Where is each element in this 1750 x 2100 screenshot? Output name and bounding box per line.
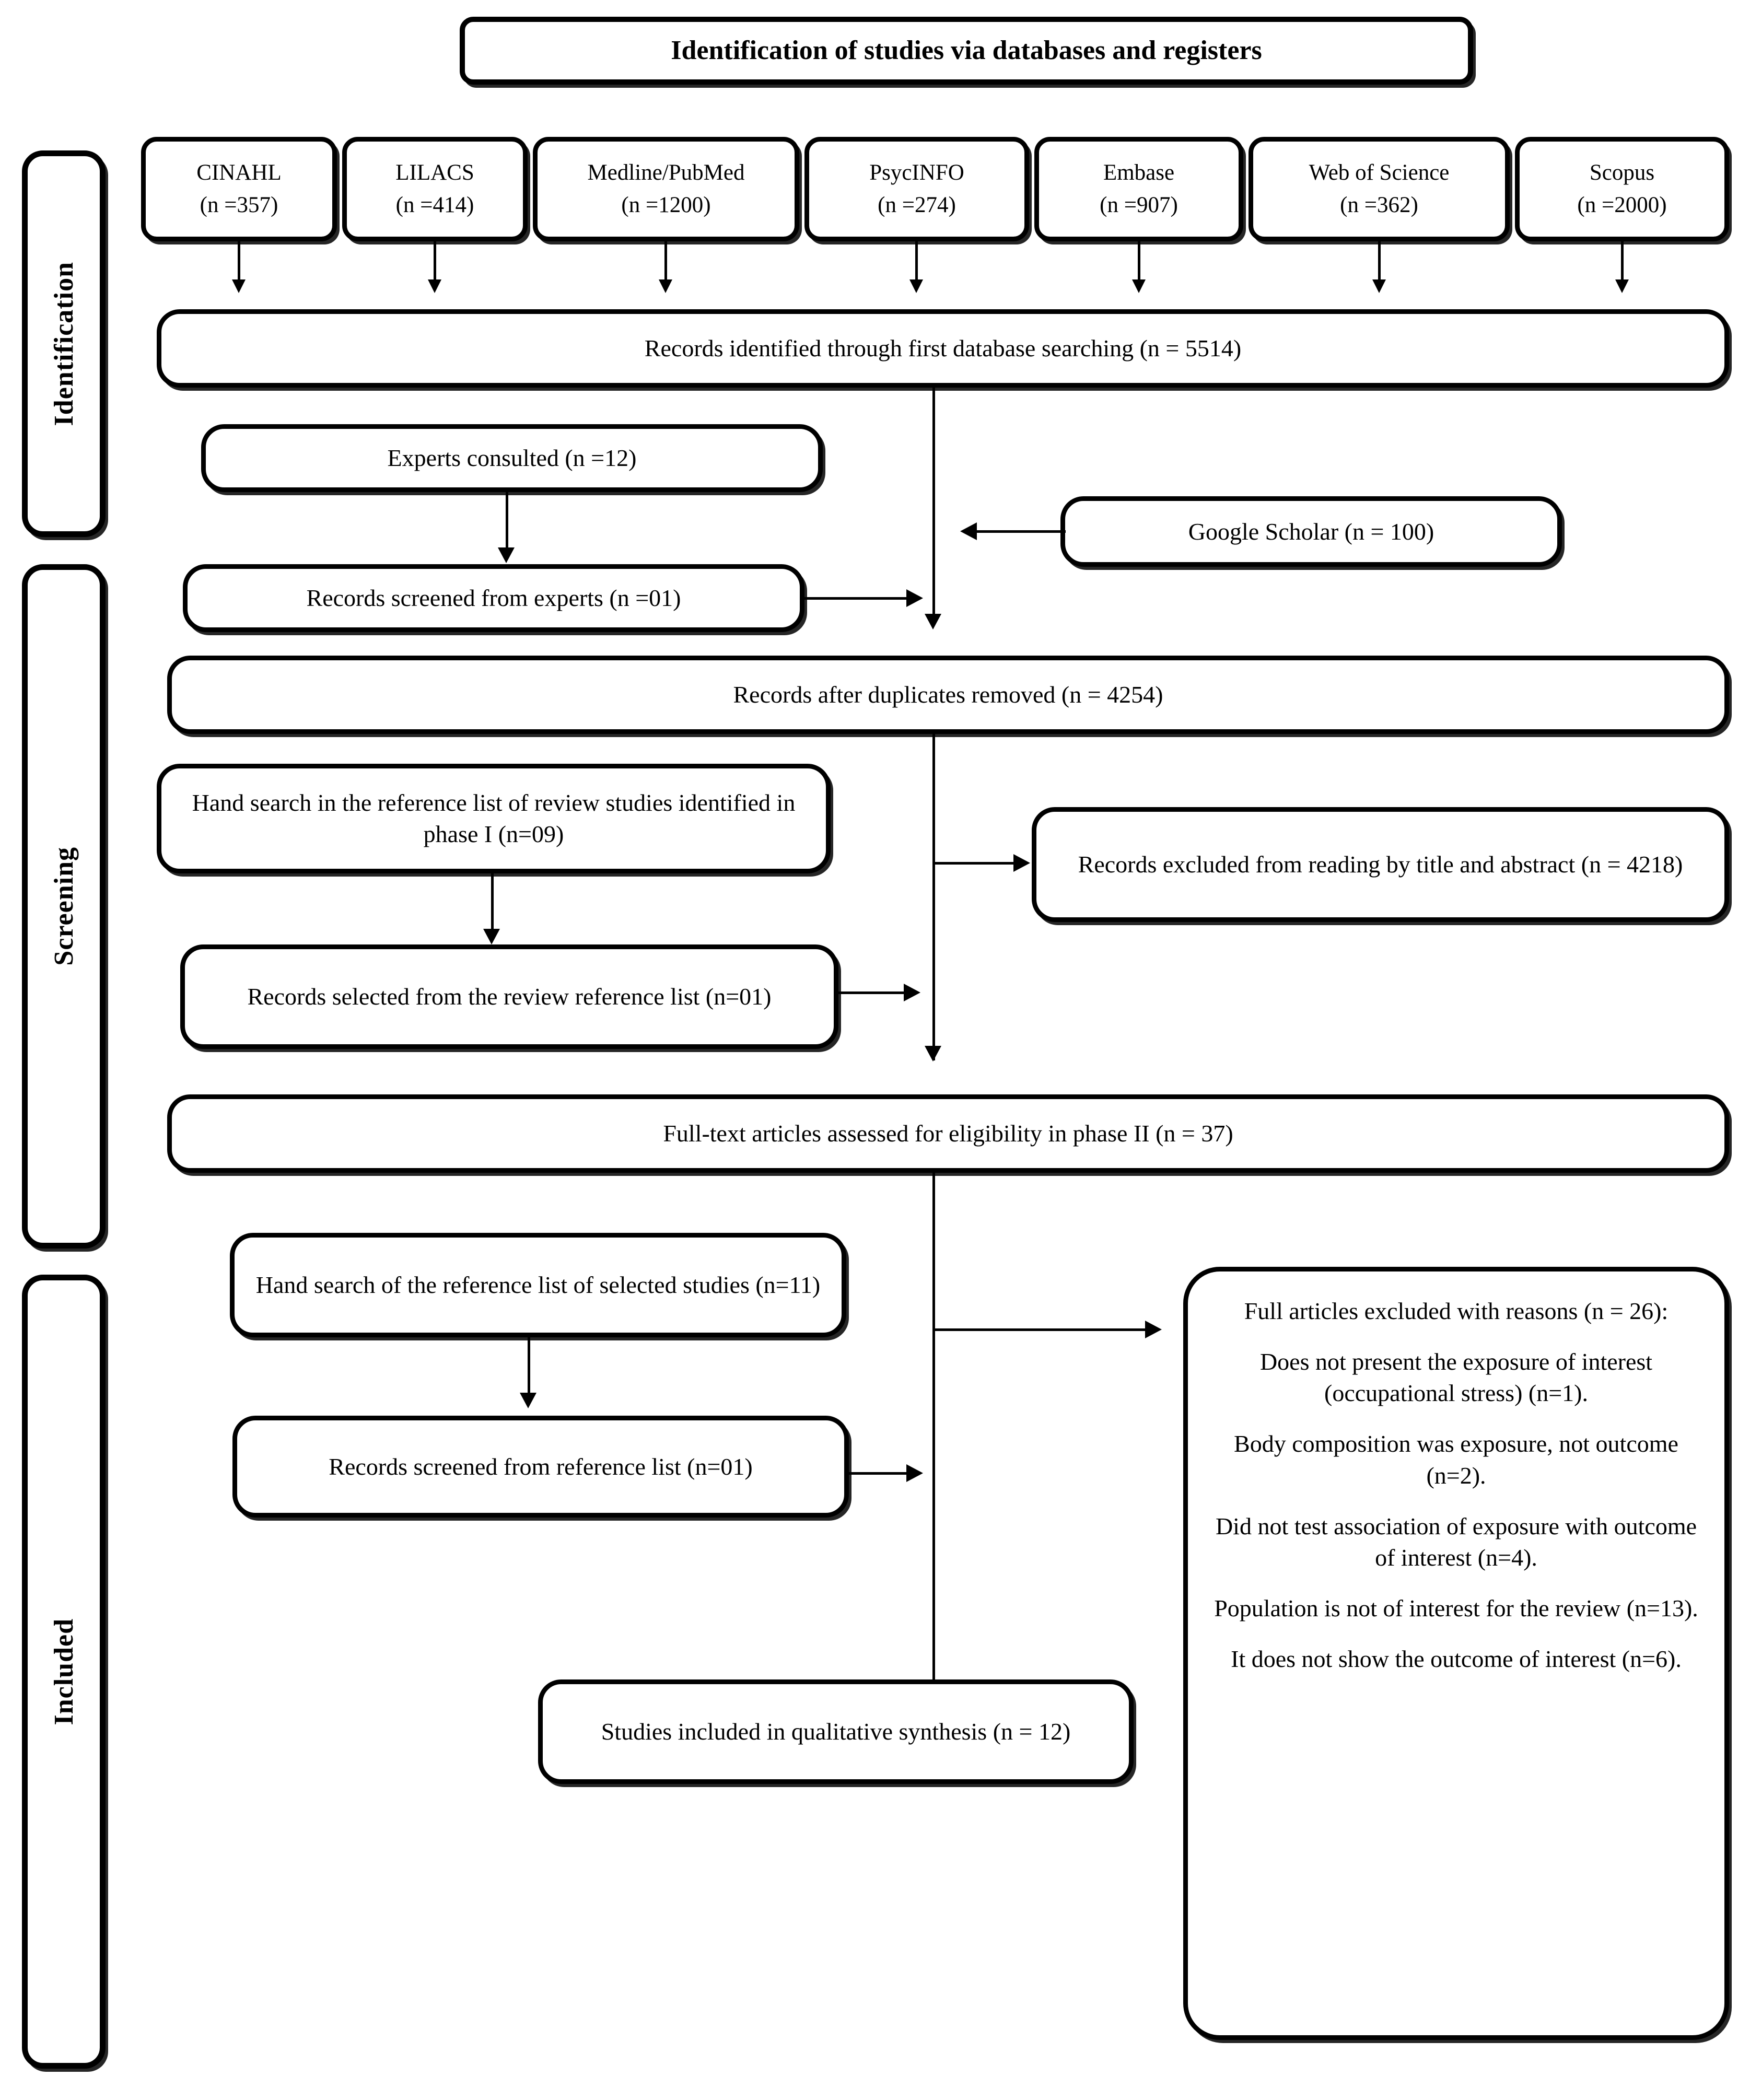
database-name: LILACS [395, 160, 474, 185]
arrowhead-main-trunk-screening [925, 1046, 941, 1061]
node-records-identified: Records identified through first databas… [157, 309, 1729, 388]
node-label: Records excluded from reading by title a… [1078, 851, 1683, 878]
node-label: Experts consulted (n =12) [387, 445, 637, 472]
database-box-lilacs: LILACS (n =414) [342, 137, 528, 241]
arrowhead-records-screened-reference-to-trunk [906, 1464, 923, 1482]
connector-google-scholar-to-trunk [977, 530, 1066, 533]
node-label: Records identified through first databas… [644, 335, 1242, 362]
node-records-after-duplicates: Records after duplicates removed (n = 42… [167, 656, 1729, 734]
stage-rail-included: Included [22, 1275, 106, 2069]
node-full-articles-excluded-with-reasons: Full articles excluded with reasons (n =… [1183, 1267, 1729, 2040]
exclusion-heading: Full articles excluded with reasons (n =… [1244, 1298, 1669, 1324]
arrowhead-trunk-to-exclusion-reasons [1145, 1321, 1162, 1338]
connector-experts-to-screened [506, 492, 508, 556]
connector-hand-search-review-to-selected [491, 873, 494, 936]
connector-records-screened-reference-to-trunk [849, 1472, 909, 1475]
database-name: Medline/PubMed [587, 160, 745, 185]
database-count: (n =274) [878, 193, 956, 217]
arrowhead-lilacs [428, 279, 441, 293]
node-fulltext-assessed: Full-text articles assessed for eligibil… [167, 1094, 1729, 1173]
arrowhead-hand-search-selected-to-screened [520, 1393, 536, 1408]
stage-label-screening: Screening [49, 847, 79, 966]
database-box-cinahl: CINAHL (n =357) [141, 137, 337, 241]
node-label: Hand search in the reference list of rev… [192, 789, 796, 847]
database-box-embase: Embase (n =907) [1034, 137, 1243, 241]
node-label: Records screened from experts (n =01) [306, 585, 681, 612]
database-name: CINAHL [196, 160, 282, 185]
connector-cinahl-to-records [238, 241, 240, 287]
database-count: (n =907) [1100, 193, 1178, 217]
database-box-medline-pubmed: Medline/PubMed (n =1200) [533, 137, 799, 241]
arrowhead-experts-screened-to-trunk [906, 589, 923, 607]
exclusion-reason-5: It does not show the outcome of interest… [1231, 1645, 1682, 1672]
connector-trunk-to-exclusion-reasons [934, 1328, 1148, 1331]
database-count: (n =357) [200, 193, 278, 217]
node-records-excluded-title-abstract: Records excluded from reading by title a… [1032, 807, 1729, 922]
node-label: Records after duplicates removed (n = 42… [733, 681, 1163, 708]
database-box-web-of-science: Web of Science (n =362) [1249, 137, 1510, 241]
node-records-screened-from-experts: Records screened from experts (n =01) [183, 564, 804, 632]
exclusion-reason-4: Population is not of interest for the re… [1214, 1595, 1698, 1622]
connector-hand-search-selected-to-screened [528, 1337, 530, 1400]
node-label: Studies included in qualitative synthesi… [601, 1718, 1071, 1745]
stage-label-identification: Identification [49, 261, 79, 426]
arrowhead-embase [1132, 279, 1146, 293]
node-hand-search-review: Hand search in the reference list of rev… [157, 764, 831, 873]
connector-trunk-to-records-excluded [934, 862, 1015, 865]
database-name: Web of Science [1309, 160, 1450, 185]
node-label: Google Scholar (n = 100) [1188, 518, 1434, 545]
exclusion-reason-2: Body composition was exposure, not outco… [1234, 1430, 1678, 1489]
database-count: (n =362) [1340, 193, 1418, 217]
arrowhead-psycinfo [909, 279, 923, 293]
node-label: Full-text articles assessed for eligibil… [663, 1120, 1233, 1147]
database-count: (n =414) [395, 193, 474, 217]
connector-scopus-to-records [1621, 241, 1624, 287]
stage-label-included: Included [49, 1618, 79, 1725]
arrowhead-wos [1372, 279, 1386, 293]
node-records-screened-reference-list: Records screened from reference list (n=… [232, 1416, 849, 1518]
connector-lilacs-to-records [434, 241, 436, 287]
database-count: (n =1200) [621, 193, 711, 217]
arrowhead-cinahl [232, 279, 246, 293]
arrowhead-experts-to-screened [498, 547, 515, 563]
node-records-selected-review: Records selected from the review referen… [180, 944, 838, 1049]
arrowhead-trunk-to-records-excluded [1013, 854, 1030, 872]
database-name: Scopus [1589, 160, 1655, 185]
arrowhead-main-trunk-identification [925, 614, 941, 629]
arrowhead-google-scholar-to-trunk [960, 522, 977, 540]
stage-rail-screening: Screening [22, 564, 106, 1249]
node-experts-consulted: Experts consulted (n =12) [201, 424, 823, 492]
connector-medline-to-records [664, 241, 667, 287]
node-label: Records selected from the review referen… [247, 983, 772, 1010]
database-count: (n =2000) [1577, 193, 1667, 217]
node-hand-search-selected-studies: Hand search of the reference list of sel… [230, 1233, 846, 1337]
connector-wos-to-records [1378, 241, 1381, 287]
database-box-scopus: Scopus (n =2000) [1515, 137, 1729, 241]
exclusion-reason-3: Did not test association of exposure wit… [1215, 1512, 1697, 1571]
connector-records-selected-to-trunk [838, 991, 906, 994]
database-box-psycinfo: PsycINFO (n =274) [804, 137, 1029, 241]
stage-rail-identification: Identification [22, 150, 106, 537]
diagram-title: Identification of studies via databases … [671, 36, 1262, 66]
connector-embase-to-records [1138, 241, 1140, 287]
node-studies-included: Studies included in qualitative synthesi… [538, 1679, 1134, 1784]
arrowhead-scopus [1615, 279, 1629, 293]
database-name: Embase [1103, 160, 1175, 185]
connector-psycinfo-to-records [915, 241, 918, 287]
node-label: Records screened from reference list (n=… [329, 1453, 753, 1480]
arrowhead-hand-search-review-to-selected [483, 929, 500, 944]
arrowhead-records-selected-to-trunk [904, 984, 920, 1001]
database-name: PsycINFO [869, 160, 964, 185]
connector-main-trunk-identification [932, 388, 935, 623]
arrowhead-medline [659, 279, 672, 293]
diagram-title-banner: Identification of studies via databases … [460, 17, 1473, 85]
connector-main-trunk-screening [932, 734, 935, 1060]
node-label: Hand search of the reference list of sel… [255, 1271, 821, 1299]
node-google-scholar: Google Scholar (n = 100) [1060, 496, 1562, 567]
exclusion-reason-1: Does not present the exposure of interes… [1259, 1348, 1653, 1407]
connector-experts-screened-to-trunk [804, 597, 909, 600]
connector-main-trunk-included [932, 1173, 935, 1682]
